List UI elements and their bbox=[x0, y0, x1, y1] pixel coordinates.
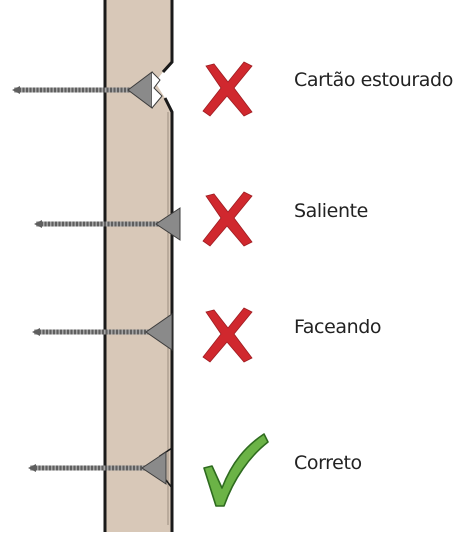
label-faceando: Faceando bbox=[294, 316, 382, 338]
label-correto: Correto bbox=[294, 452, 362, 474]
screw-correct bbox=[28, 447, 173, 489]
cross-icon bbox=[202, 61, 253, 117]
screw-flush bbox=[32, 313, 173, 351]
board-front-edge bbox=[161, 0, 174, 532]
cross-icon bbox=[202, 191, 253, 247]
label-saliente: Saliente bbox=[294, 200, 368, 222]
label-cartao-estourado: Cartão estourado bbox=[294, 69, 453, 91]
gypsum-board bbox=[105, 0, 172, 532]
check-icon bbox=[203, 433, 269, 507]
screw-overdriven bbox=[12, 71, 163, 109]
cross-icon bbox=[202, 307, 253, 363]
screw-protruding bbox=[34, 207, 181, 241]
